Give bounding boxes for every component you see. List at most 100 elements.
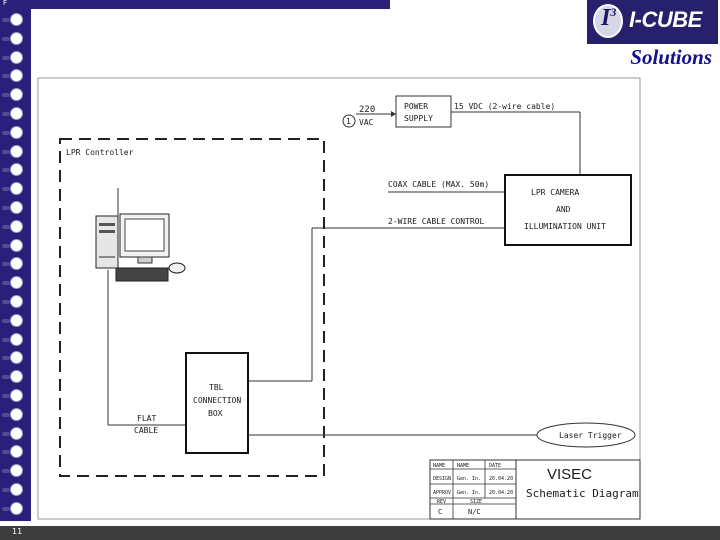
slide-number: 11 xyxy=(12,527,23,536)
binder-ring-icon xyxy=(10,370,23,384)
logo-tagline: Solutions xyxy=(630,45,712,69)
title-block-size-header: SIZE xyxy=(470,499,482,505)
title-block-rev: C xyxy=(438,508,442,516)
camera-unit-label-1: LPR CAMERA xyxy=(531,188,579,197)
title-block-cell: 20.04.20 xyxy=(489,476,513,482)
binder-ring-icon xyxy=(10,31,23,45)
logo-emblem xyxy=(593,4,623,38)
title-block-header-3: DATE xyxy=(489,463,501,469)
binder-pin xyxy=(2,488,10,492)
title-block-cell: APPROV xyxy=(433,490,451,496)
binder-ring-icon xyxy=(10,219,23,233)
binder-pin xyxy=(2,262,10,267)
title-block-cell: 20.04.20 xyxy=(489,490,513,496)
binder-pin xyxy=(2,394,10,398)
binder-pin xyxy=(2,469,10,474)
binder-ring-icon xyxy=(10,445,23,459)
project-title: VISEC xyxy=(547,466,592,483)
binder-ring-icon xyxy=(10,257,23,271)
title-block xyxy=(429,459,641,520)
camera-unit-label-3: ILLUMINATION UNIT xyxy=(524,222,606,231)
binder-pin xyxy=(2,243,10,248)
top-title-bar: F xyxy=(0,0,390,9)
binder-pin xyxy=(2,74,10,79)
company-logo: I3 I-CUBE xyxy=(587,0,718,44)
connection-box xyxy=(185,352,249,454)
binder-pin xyxy=(2,187,10,192)
ac-unit-label: VAC xyxy=(359,118,374,127)
binder-ring-icon xyxy=(10,464,23,478)
binder-pin xyxy=(2,375,10,380)
controller-enclosure xyxy=(59,138,325,477)
laser-trigger-shape xyxy=(536,422,636,448)
binder-ring-icon xyxy=(10,69,23,83)
binder-ring-icon xyxy=(10,407,23,421)
binder-ring-icon xyxy=(10,313,23,327)
footer-bar: 11 xyxy=(0,526,720,540)
binder-pin xyxy=(2,300,10,304)
binder-pin xyxy=(2,130,10,135)
binder-pin xyxy=(2,168,10,173)
drawing-title: Schematic Diagram xyxy=(526,487,639,500)
computer-icon xyxy=(95,188,186,282)
binder-ring-icon xyxy=(10,88,23,102)
binder-ring-icon xyxy=(10,13,23,26)
binder-ring-icon xyxy=(10,125,23,139)
binder-pin xyxy=(2,93,10,98)
binder-pin xyxy=(2,112,10,116)
binder-ring-icon xyxy=(10,238,23,252)
binder-ring-icon xyxy=(10,107,23,120)
binder-spine xyxy=(0,9,31,521)
title-block-cell: Gen. In. xyxy=(457,490,481,496)
title-block-size: N/C xyxy=(468,508,481,516)
binder-pin xyxy=(2,506,10,511)
binder-ring-icon xyxy=(10,144,23,158)
power-output-label: 15 VDC (2-wire cable) xyxy=(454,102,555,111)
binder-pin xyxy=(2,224,10,229)
binder-ring-icon xyxy=(10,295,23,308)
binder-ring-icon xyxy=(10,201,23,214)
power-supply-label-2: SUPPLY xyxy=(404,114,433,123)
binder-pin xyxy=(2,450,10,455)
connection-box-label-2: CONNECTION xyxy=(193,396,241,405)
title-block-header-1: NAME xyxy=(433,463,445,469)
phase-symbol xyxy=(342,114,356,128)
binder-pin xyxy=(2,206,10,210)
binder-pin xyxy=(2,412,10,417)
controller-label: LPR Controller xyxy=(66,148,134,157)
phase-label: 1 xyxy=(346,117,351,126)
flat-cable-label-1: FLAT xyxy=(137,414,156,423)
binder-pin xyxy=(2,431,10,436)
logo-brand-name: I-CUBE xyxy=(629,7,702,32)
binder-ring-icon xyxy=(10,501,23,515)
binder-pin xyxy=(2,149,10,154)
binder-pin xyxy=(2,55,10,60)
binder-ring-icon xyxy=(10,351,23,365)
ac-arrow-icon xyxy=(391,111,396,117)
title-block-cell: Gen. In. xyxy=(457,476,481,482)
top-bar-mark: F xyxy=(3,0,8,7)
binder-ring-icon xyxy=(10,483,23,496)
binder-ring-icon xyxy=(10,50,23,64)
binder-pin xyxy=(2,337,10,342)
binder-ring-icon xyxy=(10,426,23,440)
logo-i3-mark: I3 xyxy=(601,5,617,31)
camera-unit-label-2: AND xyxy=(556,205,571,214)
control-cable-label: 2-WIRE CABLE CONTROL xyxy=(388,217,485,226)
binder-pin xyxy=(2,318,10,323)
laser-trigger-label: Laser Trigger xyxy=(559,431,622,440)
ac-voltage-label: 220 xyxy=(359,105,375,115)
title-block-rev-header: REV xyxy=(437,499,446,505)
binder-pin xyxy=(2,281,10,286)
binder-pin xyxy=(2,18,10,22)
title-block-header-2: NAME xyxy=(457,463,469,469)
binder-ring-icon xyxy=(10,389,23,402)
camera-unit-box xyxy=(504,174,632,246)
coax-label: COAX CABLE (MAX. 50m) xyxy=(388,180,489,189)
binder-ring-icon xyxy=(10,332,23,346)
connection-box-label-3: BOX xyxy=(208,409,223,418)
title-block-cell: DESIGN xyxy=(433,476,451,482)
drawing-sheet-border xyxy=(37,77,641,520)
binder-pin xyxy=(2,356,10,361)
